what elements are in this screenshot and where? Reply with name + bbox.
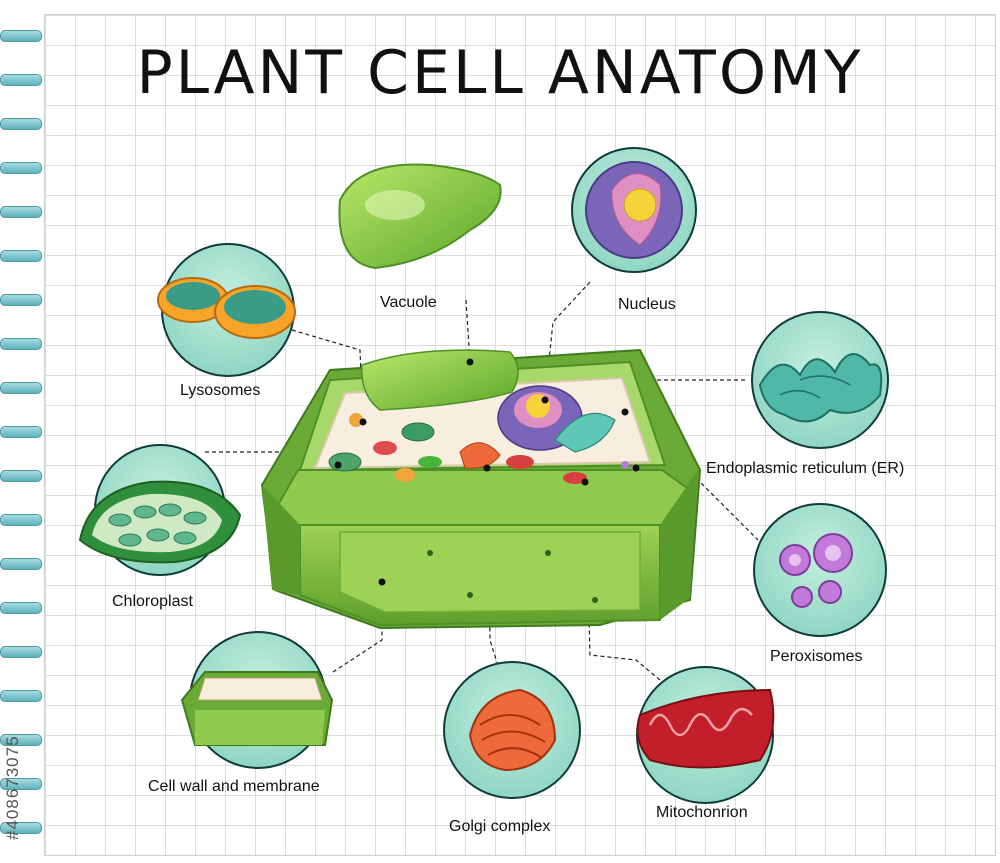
peroxisomes-illustration [753, 503, 887, 637]
binding-ring [0, 426, 42, 438]
plant-cell-illustration [260, 348, 702, 630]
binding-ring [0, 558, 42, 570]
binding-ring [0, 646, 42, 658]
label-mitochondrion: Mitochonrion [656, 804, 748, 821]
binding-ring [0, 30, 42, 42]
golgi-illustration [443, 661, 581, 799]
lysosomes-illustration [157, 243, 296, 377]
label-lysosomes: Lysosomes [180, 382, 261, 399]
label-chloroplast: Chloroplast [112, 593, 193, 610]
label-vacuole: Vacuole [380, 294, 437, 311]
binding-ring [0, 294, 42, 306]
binding-ring [0, 470, 42, 482]
mitochondrion-illustration [636, 666, 775, 804]
page-title: PLANT CELL ANATOMY [136, 38, 864, 108]
binding-ring [0, 338, 42, 350]
leader-lysosomes [291, 329, 364, 423]
label-nucleus: Nucleus [618, 296, 676, 313]
binding-ring [0, 514, 42, 526]
label-peroxisomes: Peroxisomes [770, 648, 863, 665]
er-illustration [751, 311, 889, 449]
binding-ring [0, 734, 42, 746]
label-er: Endoplasmic reticulum (ER) [706, 460, 905, 477]
binding-ring [0, 602, 42, 614]
binding-ring [0, 778, 42, 790]
binding-ring [0, 74, 42, 86]
binding-ring [0, 206, 42, 218]
label-cell-wall: Cell wall and membrane [148, 778, 320, 795]
chloroplast-illustration [78, 444, 242, 576]
nucleus-illustration [571, 147, 697, 273]
label-golgi: Golgi complex [449, 818, 551, 835]
cell-wall-illustration [180, 631, 334, 769]
leader-cell-wall [332, 582, 383, 673]
binding-ring [0, 118, 42, 130]
binding-ring [0, 822, 42, 834]
binding-ring [0, 690, 42, 702]
binding-ring [0, 162, 42, 174]
vacuole-illustration [338, 163, 502, 270]
stock-watermark: #408673075 [3, 735, 22, 840]
binding-ring [0, 250, 42, 262]
binding-ring [0, 382, 42, 394]
